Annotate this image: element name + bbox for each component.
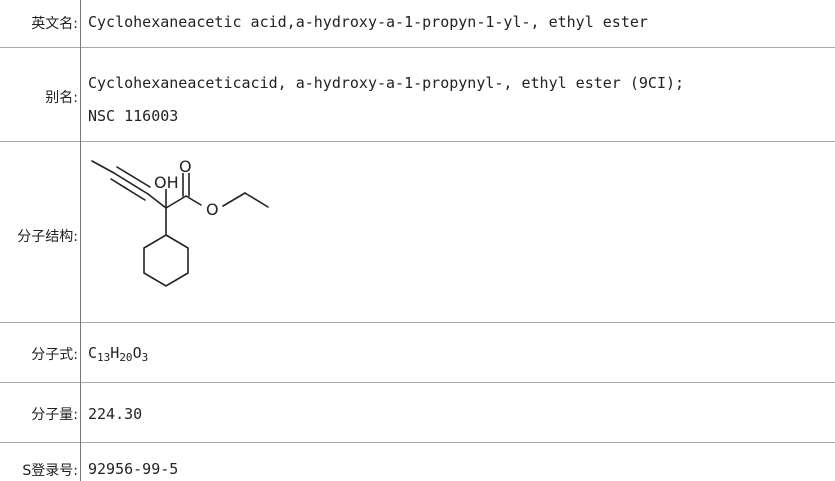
- cas-label: S登录号:: [22, 463, 78, 479]
- atom-oh: OH: [154, 173, 179, 192]
- cas-row: S登录号: 92956-99-5: [0, 443, 835, 481]
- bond-alkyne-center: [147, 193, 167, 209]
- bond-triple-3: [110, 178, 146, 201]
- structure-label: 分子结构:: [17, 229, 78, 245]
- weight-label: 分子量:: [31, 407, 78, 423]
- formula-label: 分子式:: [31, 347, 78, 363]
- bond-o-ch2: [222, 192, 246, 207]
- structure-row: 分子结构:: [0, 142, 835, 323]
- formula-row: 分子式: C13H20O3: [0, 323, 835, 383]
- bond-ethyl: [244, 192, 269, 208]
- column-divider: [80, 0, 81, 481]
- alias-row: 别名: Cyclohexaneaceticacid, a-hydroxy-a-1…: [0, 48, 835, 142]
- weight-row: 分子量: 224.30: [0, 383, 835, 443]
- formula-value: C13H20O3: [88, 344, 835, 364]
- bond-ester: [185, 195, 202, 206]
- english-name-value: Cyclohexaneacetic acid,a-hydroxy-a-1-pro…: [88, 13, 648, 31]
- bond-center-carbonyl: [165, 195, 187, 209]
- atom-o-carbonyl: O: [179, 157, 192, 176]
- weight-value: 224.30: [88, 405, 143, 423]
- formula-c: C: [88, 344, 98, 362]
- bond-triple-2: [116, 166, 151, 188]
- alias-value-line2: NSC 116003: [88, 107, 179, 125]
- atom-o-ester: O: [206, 200, 219, 219]
- english-name-row: 英文名: Cyclohexaneacetic acid,a-hydroxy-a-…: [0, 0, 835, 48]
- cyclohexane-ring: [143, 234, 189, 287]
- bond-triple-1: [113, 172, 149, 195]
- formula-h-count: 20: [119, 351, 133, 364]
- alias-value-line1: Cyclohexaneaceticacid, a-hydroxy-a-1-pro…: [88, 74, 685, 92]
- english-name-label: 英文名:: [31, 16, 78, 32]
- alias-label: 别名:: [45, 90, 78, 106]
- formula-o: O: [132, 344, 142, 362]
- formula-o-count: 3: [141, 351, 149, 364]
- structure-diagram: OH O O: [91, 157, 269, 287]
- cas-value: 92956-99-5: [88, 460, 179, 478]
- bond-methyl: [91, 160, 115, 174]
- formula-h: H: [110, 344, 120, 362]
- formula-c-count: 13: [97, 351, 111, 364]
